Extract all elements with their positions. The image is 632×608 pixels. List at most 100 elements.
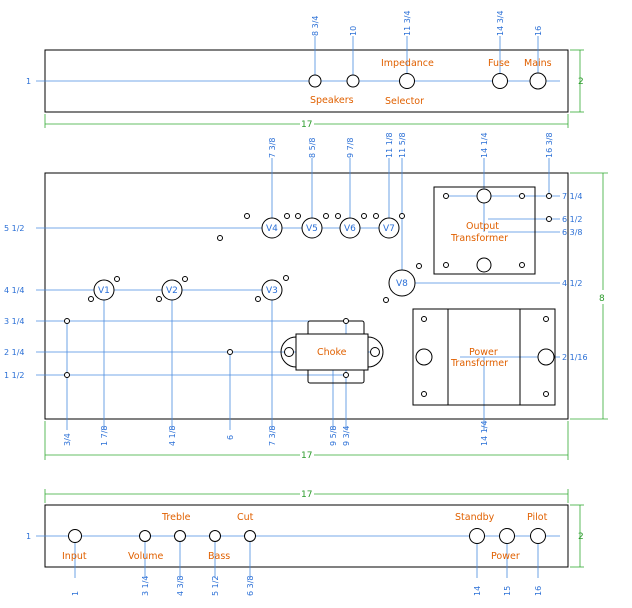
standby-label: Standby: [455, 512, 495, 523]
standby-switch-hole: [469, 528, 485, 544]
tube-mounting-holes-upper: [217, 213, 405, 241]
svg-text:9 5/8: 9 5/8: [329, 425, 338, 446]
tube-label-v5: V5: [306, 224, 318, 234]
output-transformer-label-1: Output: [466, 221, 499, 232]
power-transformer: Power Transformer: [412, 308, 556, 406]
output-transformer-terminal-1: [546, 193, 552, 199]
svg-text:2 1/4: 2 1/4: [4, 348, 25, 357]
input-jack-hole: [68, 529, 82, 543]
impedance-selector-hole: [399, 73, 415, 89]
rear-panel-ext-lines: [314, 36, 539, 80]
chassis-top-view: V4 V5 V6 V7 V1 V2 V3 V8: [4, 132, 610, 461]
tube-label-v8: V8: [396, 279, 408, 289]
front-panel-bottom-x-dims: 1 3 1/4 4 3/8 5 1/2 6 3/8 14 15 16: [71, 575, 543, 596]
svg-text:3/4: 3/4: [63, 433, 72, 446]
svg-text:3 1/4: 3 1/4: [4, 317, 25, 326]
tube-label-v2: V2: [166, 286, 178, 296]
svg-text:11 1/8: 11 1/8: [385, 132, 394, 158]
svg-text:6: 6: [226, 435, 235, 440]
chassis-right-y-dims: 7 1/4 6 1/2 6 3/8 4 1/2 2 1/16: [562, 192, 588, 362]
v8-mount-hole-2: [383, 297, 389, 303]
impedance-x-dim: 11 3/4: [403, 10, 412, 36]
tube-socket-v3: [261, 279, 283, 301]
choke-label: Choke: [317, 347, 347, 358]
output-transformer-terminal-2: [546, 216, 552, 222]
tube-label-v7: V7: [383, 224, 395, 234]
choke-body: [295, 333, 369, 371]
tube-label-v6: V6: [344, 224, 356, 234]
chassis-left-y-dims: 5 1/2 4 1/4 3 1/4 2 1/4 1 1/2: [4, 224, 25, 380]
power-label: Power: [491, 551, 520, 562]
rear-panel-view: 1 Speakers Impedance Selector Fuse Mains…: [26, 10, 584, 130]
speakers-x-dim: 8 3/4: [311, 15, 320, 36]
power-transformer-label-2: Transformer: [450, 358, 508, 369]
svg-text:2 1/16: 2 1/16: [562, 353, 588, 362]
tube-label-v1: V1: [98, 286, 110, 296]
chassis-top-x-dims: 7 3/8 8 5/8 9 7/8 11 1/8 11 5/8 14 1/4 1…: [268, 132, 554, 158]
v8-mount-hole-1: [416, 263, 422, 269]
bass-label: Bass: [208, 551, 230, 562]
svg-text:7 3/8: 7 3/8: [268, 137, 277, 158]
svg-text:5 1/2: 5 1/2: [211, 575, 220, 596]
chassis-outline: [44, 172, 569, 420]
tube-socket-v8: [388, 269, 416, 297]
fuse-x-dim: 14 3/4: [496, 10, 505, 36]
pilot-lamp-hole: [530, 528, 546, 544]
svg-text:14 1/4: 14 1/4: [480, 420, 489, 446]
rear-panel-width-text: 17: [301, 120, 312, 130]
chassis-vertical-dim-lines: [66, 158, 550, 430]
front-panel-height-dim: [570, 504, 584, 568]
svg-text:4 1/4: 4 1/4: [4, 286, 25, 295]
volume-label: Volume: [128, 551, 163, 562]
output-transformer: Output Transformer: [433, 186, 536, 275]
cut-pot-hole: [244, 530, 256, 542]
power-transformer-label-1: Power: [469, 347, 498, 358]
fuse-holder-hole: [492, 73, 508, 89]
tube-socket-v5: [301, 217, 323, 239]
impedance-label: Impedance: [381, 58, 434, 69]
speaker-jack-2-hole: [346, 74, 360, 88]
svg-text:5 1/2: 5 1/2: [4, 224, 25, 233]
front-panel-y-dim: 1: [26, 532, 31, 541]
speakers-label: Speakers: [310, 95, 354, 106]
svg-text:6 3/8: 6 3/8: [562, 228, 583, 237]
svg-text:15: 15: [503, 586, 512, 596]
svg-text:7 3/8: 7 3/8: [268, 425, 277, 446]
svg-text:11 5/8: 11 5/8: [398, 132, 407, 158]
output-transformer-label-2: Transformer: [450, 233, 508, 244]
svg-text:3 1/4: 3 1/4: [141, 575, 150, 596]
rear-panel-y-dim: 1: [26, 77, 31, 86]
power-transformer-core: [447, 308, 521, 406]
svg-text:9 7/8: 9 7/8: [346, 137, 355, 158]
svg-text:4 1/2: 4 1/2: [562, 279, 583, 288]
chassis-height-text: 8: [599, 294, 605, 304]
chassis-hole-2: [64, 372, 70, 378]
treble-pot-hole: [174, 530, 186, 542]
tube-socket-v7: [378, 217, 400, 239]
svg-text:14 1/4: 14 1/4: [480, 132, 489, 158]
rear-panel-height-text: 2: [578, 77, 584, 87]
tube-socket-v1: [93, 279, 115, 301]
svg-text:1 1/2: 1 1/2: [4, 371, 25, 380]
tube-socket-v6: [339, 217, 361, 239]
svg-text:1 7/8: 1 7/8: [100, 425, 109, 446]
choke-mount-hole-1: [343, 318, 349, 324]
tube-socket-v2: [161, 279, 183, 301]
tube-label-v4: V4: [266, 224, 278, 234]
pilot-label: Pilot: [527, 512, 548, 523]
selector-label: Selector: [385, 96, 424, 107]
volume-pot-hole: [139, 530, 151, 542]
tube-socket-v4: [261, 217, 283, 239]
treble-label: Treble: [161, 512, 191, 523]
svg-text:1: 1: [71, 591, 80, 596]
choke: Choke: [280, 320, 384, 384]
svg-text:7 1/4: 7 1/4: [562, 192, 583, 201]
choke-mount-hole-2: [343, 372, 349, 378]
front-panel-height-text: 2: [578, 532, 584, 542]
speakers-jack-hole: [308, 74, 322, 88]
front-panel-view: 17 1 Input Volume Treble Bass Cut Standb…: [26, 488, 584, 596]
svg-text:9 3/4: 9 3/4: [342, 425, 351, 446]
svg-text:8 5/8: 8 5/8: [308, 137, 317, 158]
svg-text:4 3/8: 4 3/8: [176, 575, 185, 596]
